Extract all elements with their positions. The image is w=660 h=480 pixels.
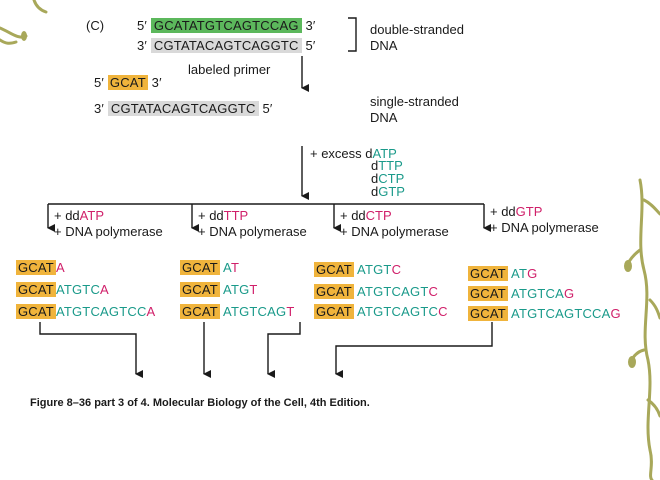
five-prime-label: 5′: [262, 101, 273, 116]
template-top-strand: 5′ GCATATGTCAGTCCAG 3′: [137, 18, 316, 34]
three-prime-label: 3′: [137, 38, 148, 53]
reaction-t-label: + ddTTP + DNA polymerase: [198, 208, 307, 239]
reaction-a-label: + ddATP + DNA polymerase: [54, 208, 163, 239]
excess-dntp-label: + excess dATP: [310, 146, 397, 161]
five-prime-label: 5′: [305, 38, 316, 53]
template-bottom-strand: 3′ CGTATACAGTCAGGTC 5′: [137, 38, 316, 54]
labeled-primer-label: labeled primer: [188, 62, 271, 77]
product-t-1: GCAT AT: [180, 260, 240, 275]
single-strand: 3′ CGTATACAGTCAGGTC 5′: [94, 101, 273, 117]
panel-label: (C): [86, 18, 105, 33]
product-c-2: GCAT ATGTCAGTC: [314, 284, 439, 299]
product-g-1: GCAT ATG: [468, 266, 538, 281]
product-c-1: GCAT ATGTC: [314, 262, 402, 277]
five-prime-label: 5′: [94, 75, 105, 90]
product-t-2: GCAT ATGT: [180, 282, 258, 297]
figure-caption: Figure 8–36 part 3 of 4. Molecular Biolo…: [30, 397, 370, 409]
reaction-c-label: + ddCTP + DNA polymerase: [340, 208, 449, 239]
single-strand-sequence: CGTATACAGTCAGGTC: [107, 101, 259, 116]
product-c-3: GCAT ATGTCAGTCC: [314, 304, 448, 319]
reaction-g-label: + ddGTP + DNA polymerase: [490, 204, 599, 235]
lane-a-arrow: [39, 322, 143, 378]
three-prime-label: 3′: [94, 101, 105, 116]
ds-bracket: [348, 17, 357, 52]
bottom-strand-sequence: CGTATACAGTCAGGTC: [150, 38, 302, 53]
product-g-2: GCAT ATGTCAG: [468, 286, 575, 301]
product-t-3: GCAT ATGTCAGT: [180, 304, 295, 319]
three-prime-label: 3′: [151, 75, 162, 90]
ds-dna-label: double-stranded DNA: [370, 22, 464, 53]
ss-dna-label: single-stranded DNA: [370, 94, 459, 125]
primer-strand: 5′ GCAT 3′: [94, 75, 162, 91]
product-g-3: GCAT ATGTCAGTCCAG: [468, 306, 621, 321]
primer-sequence: GCAT: [107, 75, 148, 90]
three-prime-label: 3′: [305, 18, 316, 33]
dntp-list: dTTP dCTP dGTP: [371, 158, 405, 199]
lane-g-arrow: [335, 322, 493, 378]
top-strand-sequence: GCATATGTCAGTCCAG: [150, 18, 302, 33]
lane-c-arrow: [267, 322, 301, 378]
five-prime-label: 5′: [137, 18, 148, 33]
